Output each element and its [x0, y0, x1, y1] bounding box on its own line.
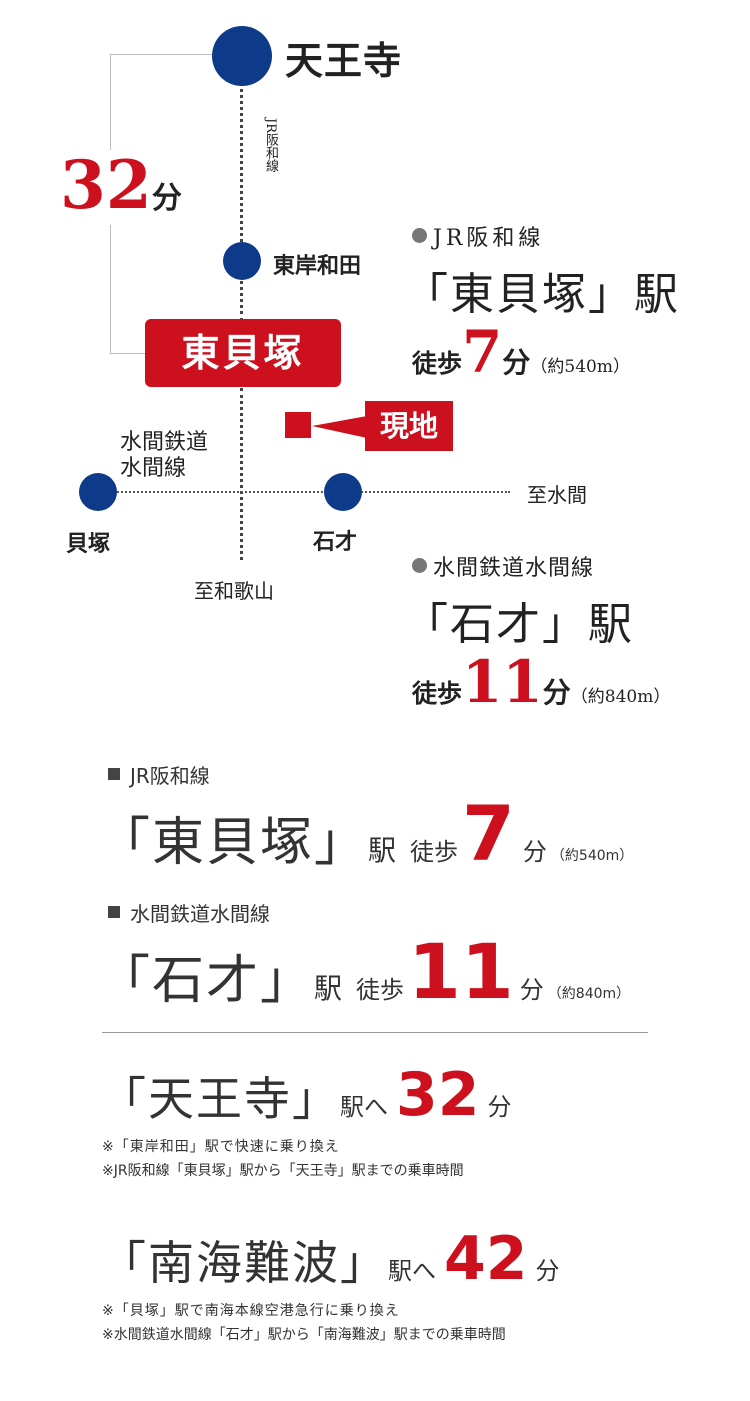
dest1-minutes: 32 [396, 1060, 480, 1130]
station1-distance: （約540m） [530, 357, 630, 377]
station1-unit: 分 [502, 346, 531, 379]
station2-info: 水間鉄道水間線 「石才」駅 徒歩11分（約840m） [404, 550, 742, 716]
dest2-name: 「南海難波」 [100, 1236, 388, 1290]
dest2-unit: 分 [535, 1257, 560, 1285]
bullet-square-icon [108, 906, 120, 918]
station2-unit: 分 [542, 676, 571, 709]
tennoji-label: 天王寺 [285, 38, 403, 83]
jr-line-vertical-label: JR阪和線 [263, 118, 278, 172]
total-time-number: 32 [60, 146, 152, 224]
bracket-bottom [110, 353, 146, 354]
dest2-minutes: 42 [444, 1224, 528, 1294]
dest1-name: 「天王寺」 [100, 1072, 340, 1126]
tennoji-station-dot [212, 26, 272, 86]
station2-walk: 徒歩11分（約840m） [412, 648, 742, 716]
station1-walk: 徒歩7分（約540m） [412, 318, 742, 386]
mizuma-line-label-1: 水間鉄道 [120, 430, 209, 455]
station1-line: JR阪和線 [412, 220, 742, 252]
higashikishiwada-label: 東岸和田 [273, 253, 362, 279]
station2-name: 「石才」駅 [404, 599, 634, 650]
mizuma-line [98, 491, 510, 493]
bullet-dot-icon [412, 558, 427, 573]
lower-station2-name: 「石才」 [98, 951, 315, 1011]
lower-station1-line: JR阪和線 [108, 760, 728, 789]
ishisai-label: 石才 [313, 529, 358, 555]
bullet-square-icon [108, 768, 120, 780]
higashikaizuka-station-box: 東貝塚 [145, 319, 341, 387]
station2-distance: （約840m） [570, 687, 671, 707]
mizuma-line-label: 水間鉄道 水間線 [120, 430, 208, 482]
lower-station2-distance: （約840m） [547, 986, 631, 1002]
station1-minutes: 7 [462, 318, 503, 386]
site-pointer-arrow [312, 416, 367, 438]
total-time-32: 32分 [60, 146, 182, 224]
lower-station2-unit: 分 [519, 976, 544, 1004]
total-time-unit: 分 [151, 181, 182, 216]
kaizuka-station-dot [79, 473, 117, 511]
lower-station1-eki: 駅 [368, 834, 397, 867]
station1-name: 「東貝塚」駅 [404, 269, 680, 320]
dest1-note1: ※「東岸和田」駅で快速に乗り換え [102, 1139, 340, 1155]
bracket-left-upper [110, 54, 111, 150]
higashikishiwada-station-dot [223, 242, 261, 280]
bracket-left-lower [110, 225, 111, 353]
jr-line-upper [240, 82, 243, 322]
higashikaizuka-label: 東貝塚 [181, 330, 305, 375]
section-divider [102, 1032, 648, 1033]
jr-line-lower [240, 388, 243, 560]
dest1-suffix: 駅へ [340, 1093, 388, 1121]
bracket-top [110, 54, 214, 55]
mizuma-line-label-2: 水間線 [120, 456, 187, 481]
bullet-dot-icon [412, 228, 427, 243]
dest2-note2: ※水間鉄道水間線「石才」駅から「南海難波」駅までの乗車時間 [102, 1327, 506, 1343]
station1-info: JR阪和線 「東貝塚」駅 徒歩7分（約540m） [404, 220, 742, 386]
station1-walk-label: 徒歩 [412, 349, 463, 378]
lower-station2-line: 水間鉄道水間線 [108, 898, 728, 927]
lower-station1-minutes: 7 [462, 789, 515, 878]
dest1-unit: 分 [487, 1093, 512, 1121]
lower-station2-walk: 徒歩 [356, 976, 405, 1004]
site-label-box: 現地 [365, 401, 453, 451]
station2-walk-label: 徒歩 [412, 679, 463, 708]
ishisai-station-dot [324, 473, 362, 511]
lower-station1-unit: 分 [522, 838, 547, 866]
lower-station2-eki: 駅 [314, 972, 343, 1005]
lower-station1-walk: 徒歩 [410, 838, 459, 866]
station2-line: 水間鉄道水間線 [412, 550, 742, 582]
dest1-note2: ※JR阪和線「東貝塚」駅から「天王寺」駅までの乗車時間 [102, 1163, 464, 1179]
lower-station1-name: 「東貝塚」 [98, 813, 369, 873]
to-mizuma-label: 至水間 [527, 483, 587, 507]
dest2-suffix: 駅へ [388, 1257, 436, 1285]
lower-station1-distance: （約540m） [550, 848, 634, 864]
site-marker-square [285, 412, 311, 438]
lower-station2-minutes: 11 [408, 927, 514, 1016]
kaizuka-label: 貝塚 [66, 531, 111, 557]
to-wakayama-label: 至和歌山 [194, 579, 274, 603]
dest2-note1: ※「貝塚」駅で南海本線空港急行に乗り換え [102, 1303, 400, 1319]
site-label: 現地 [379, 409, 438, 443]
station2-minutes: 11 [462, 648, 543, 716]
